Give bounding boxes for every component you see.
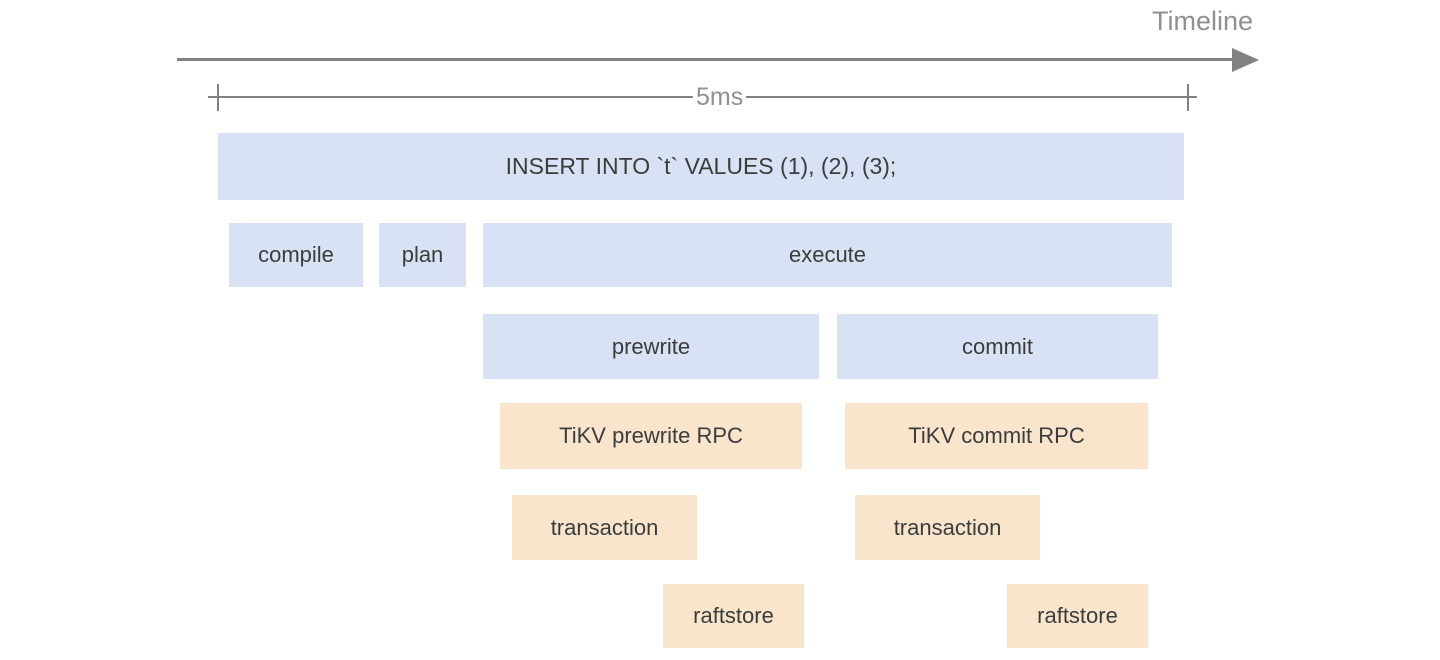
- bar-raftstore-prewrite: raftstore: [663, 584, 804, 648]
- bar-raftstore-commit: raftstore: [1007, 584, 1148, 648]
- bar-tikv-prewrite-rpc: TiKV prewrite RPC: [500, 403, 802, 469]
- bar-commit: commit: [837, 314, 1158, 379]
- bar-prewrite: prewrite: [483, 314, 819, 379]
- bar-transaction-commit: transaction: [855, 495, 1040, 560]
- bar-sql-statement: INSERT INTO `t` VALUES (1), (2), (3);: [218, 133, 1184, 200]
- bar-tikv-commit-rpc: TiKV commit RPC: [845, 403, 1148, 469]
- bar-compile: compile: [229, 223, 363, 287]
- bar-transaction-prewrite: transaction: [512, 495, 697, 560]
- timeline-arrowhead-icon: [1232, 48, 1259, 72]
- timeline-title: Timeline: [1151, 6, 1253, 36]
- bar-plan: plan: [379, 223, 466, 287]
- duration-ruler-end-tick: [1187, 84, 1189, 111]
- duration-label: 5ms: [693, 83, 747, 112]
- timeline-axis-line: [177, 58, 1233, 61]
- duration-ruler-start-tick: [217, 84, 219, 111]
- bar-execute: execute: [483, 223, 1172, 287]
